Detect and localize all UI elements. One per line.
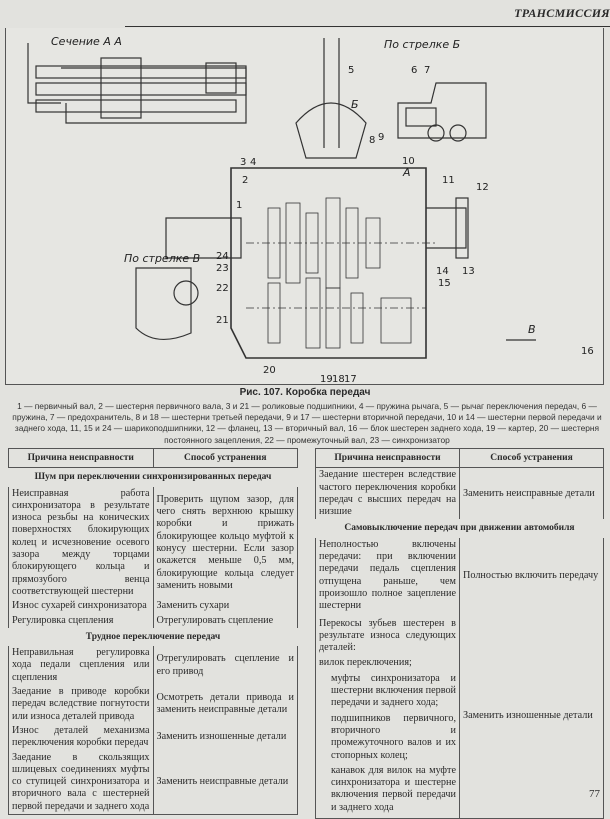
svg-text:19: 19	[320, 374, 333, 384]
figure-caption: Рис. 107. Коробка передач	[239, 387, 371, 398]
svg-text:21: 21	[216, 315, 229, 326]
section-title: Трудное переключение передач	[85, 631, 221, 642]
svg-text:9: 9	[378, 132, 384, 143]
svg-text:20: 20	[263, 365, 276, 376]
svg-text:5: 5	[348, 65, 354, 76]
svg-text:4: 4	[250, 157, 256, 168]
table-row: Неисправная работа синхронизатора в резу…	[8, 486, 298, 600]
svg-text:15: 15	[438, 278, 451, 289]
header-fix: Способ устранения	[152, 447, 298, 469]
svg-text:Б: Б	[351, 98, 359, 111]
label-arrow-b-view: По стрелке Б	[384, 38, 460, 51]
cause-item: муфты синхронизатора и шестерни включени…	[331, 672, 456, 709]
table-row: Неправильная регулировка хода педали сце…	[8, 646, 298, 686]
svg-text:6: 6	[411, 65, 417, 76]
header-rule	[125, 26, 610, 27]
svg-text:14: 14	[436, 266, 449, 277]
svg-text:10: 10	[402, 156, 415, 167]
header-fix: Способ устранения	[459, 447, 604, 469]
table-row: Износ деталей механизма переключения кор…	[8, 723, 298, 751]
gearbox-figure: Сечение А А 5 По стрелке Б 6 7 По стрелк…	[5, 28, 604, 385]
figure-legend: 1 — первичный вал, 2 — шестерня первично…	[12, 401, 602, 445]
svg-text:8: 8	[369, 135, 375, 146]
svg-text:17: 17	[344, 374, 357, 384]
svg-text:12: 12	[476, 182, 489, 193]
table-row: Неполностью включены передачи: при включ…	[315, 537, 604, 614]
section-title: Самовыключение передач при движении авто…	[344, 523, 575, 534]
svg-text:23: 23	[216, 263, 229, 274]
header-cause: Причина неисправности	[315, 447, 460, 469]
svg-text:16: 16	[581, 346, 594, 357]
svg-text:24: 24	[216, 251, 229, 262]
svg-text:2: 2	[242, 175, 248, 186]
table-row: Заедание шестерен вследствие частого пер…	[315, 467, 604, 520]
svg-text:3: 3	[240, 157, 246, 168]
svg-text:В: В	[528, 323, 536, 336]
svg-text:18: 18	[332, 374, 345, 384]
cause-item: подшипников первичного, вторичного и про…	[331, 712, 456, 761]
svg-text:13: 13	[462, 266, 475, 277]
section-title: Шум при переключении синхронизированных …	[34, 472, 272, 483]
svg-text:А: А	[402, 166, 411, 179]
cause-item: вилок переключения;	[319, 657, 412, 669]
gearbox-drawing: Сечение А А 5 По стрелке Б 6 7 По стрелк…	[27, 35, 594, 384]
header-cause: Причина неисправности	[8, 447, 154, 469]
label-arrow-v-view: По стрелке В	[124, 252, 200, 265]
cause-item: канавок для вилок на муфте синхронизатор…	[331, 764, 456, 813]
table-row: Заедание в скользящих шлицевых соединени…	[8, 750, 298, 816]
svg-text:7: 7	[424, 65, 430, 76]
table-row: Перекосы зубьев шестерен в результате из…	[315, 613, 604, 819]
svg-text:1: 1	[236, 200, 242, 211]
page-number: 77	[589, 788, 600, 800]
cause-intro: Перекосы зубьев шестерен в результате из…	[319, 617, 456, 654]
svg-text:11: 11	[442, 175, 455, 186]
label-section-aa: Сечение А А	[51, 35, 122, 48]
svg-text:22: 22	[216, 283, 229, 294]
running-title: ТРАНСМИССИЯ	[514, 6, 610, 20]
table-row: Заедание в приводе коробки передач вслед…	[8, 685, 298, 724]
